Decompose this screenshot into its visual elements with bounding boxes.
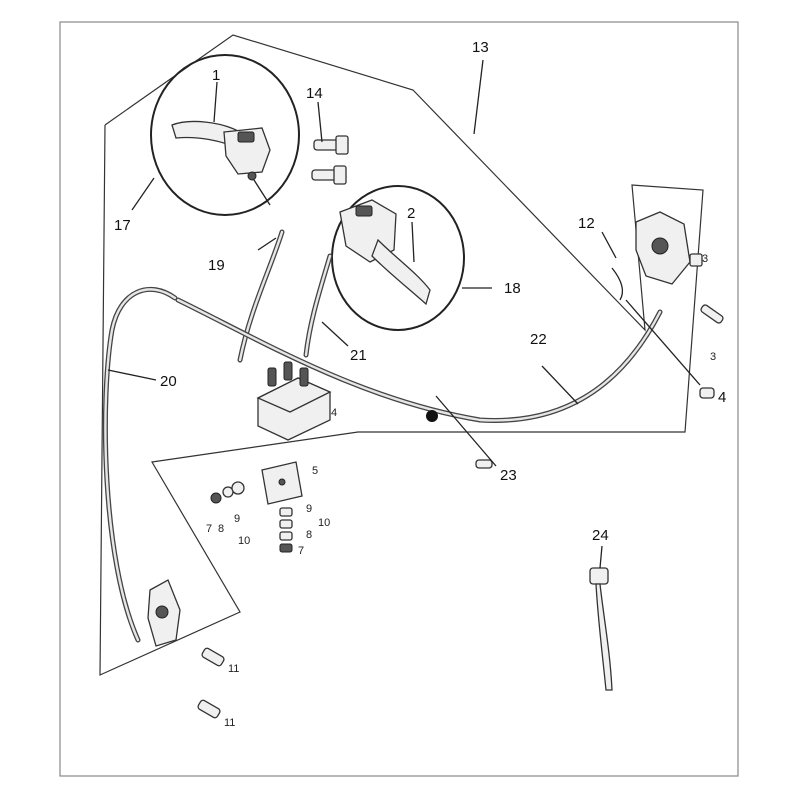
callout-1: 1 <box>212 67 220 84</box>
callout-24: 24 <box>592 527 609 544</box>
callout-4-right: 4 <box>718 389 726 406</box>
mounting-bracket-5 <box>261 461 303 505</box>
bolt-4-right <box>699 387 715 399</box>
callout-4-valve: 4 <box>331 407 337 419</box>
caliper-bolt-11-b <box>197 699 221 719</box>
bleeder-screw-12 <box>611 267 624 301</box>
callout-23: 23 <box>500 467 517 484</box>
caliper-bolt-11-a <box>201 647 225 667</box>
callout-8-left: 8 <box>218 523 224 535</box>
banjo-bolt-14-a <box>313 135 349 155</box>
callout-3-lower: 3 <box>710 351 716 363</box>
hose-clip <box>426 410 438 422</box>
brake-lever-right <box>339 199 431 306</box>
callout-10-left: 10 <box>238 535 250 547</box>
callout-8-right: 8 <box>306 529 312 541</box>
assembly-outline <box>99 34 704 676</box>
caliper-bolt-3-b <box>700 304 724 324</box>
rear-left-caliper <box>147 579 181 647</box>
brake-lever-left <box>171 120 271 206</box>
callout-12: 12 <box>578 215 595 232</box>
callout-20: 20 <box>160 373 177 390</box>
hardware-stack-right <box>279 507 293 553</box>
brake-hose-20 <box>102 287 178 643</box>
callout-18: 18 <box>504 280 521 297</box>
callout-21: 21 <box>350 347 367 364</box>
brake-hose-19 <box>237 229 285 363</box>
bolt-23 <box>475 459 493 469</box>
proportioning-valve-block <box>256 361 332 441</box>
callout-2: 2 <box>407 205 415 222</box>
callout-22: 22 <box>530 331 547 348</box>
detail-circle-17 <box>150 54 300 216</box>
brake-hose-21 <box>303 253 333 358</box>
front-right-caliper <box>635 211 691 285</box>
cable-tie-24 <box>589 567 613 691</box>
brake-hose-22 <box>175 297 663 423</box>
banjo-bolt-14-b <box>311 165 347 185</box>
callout-14: 14 <box>306 85 323 102</box>
callout-11-upper: 11 <box>228 663 239 675</box>
hardware-stack-left <box>210 481 245 504</box>
callout-7-right: 7 <box>298 545 304 557</box>
diagram-border <box>59 21 739 777</box>
callout-19: 19 <box>208 257 225 274</box>
caliper-bolt-3-a <box>689 253 703 267</box>
callout-11-lower: 11 <box>224 717 235 729</box>
callout-13: 13 <box>472 39 489 56</box>
callout-5: 5 <box>312 465 318 477</box>
callout-10-right: 10 <box>318 517 330 529</box>
callout-9-right: 9 <box>306 503 312 515</box>
callout-7-left: 7 <box>206 523 212 535</box>
callout-17: 17 <box>114 217 131 234</box>
callout-9-left: 9 <box>234 513 240 525</box>
callout-3-upper: 3 <box>702 253 708 265</box>
